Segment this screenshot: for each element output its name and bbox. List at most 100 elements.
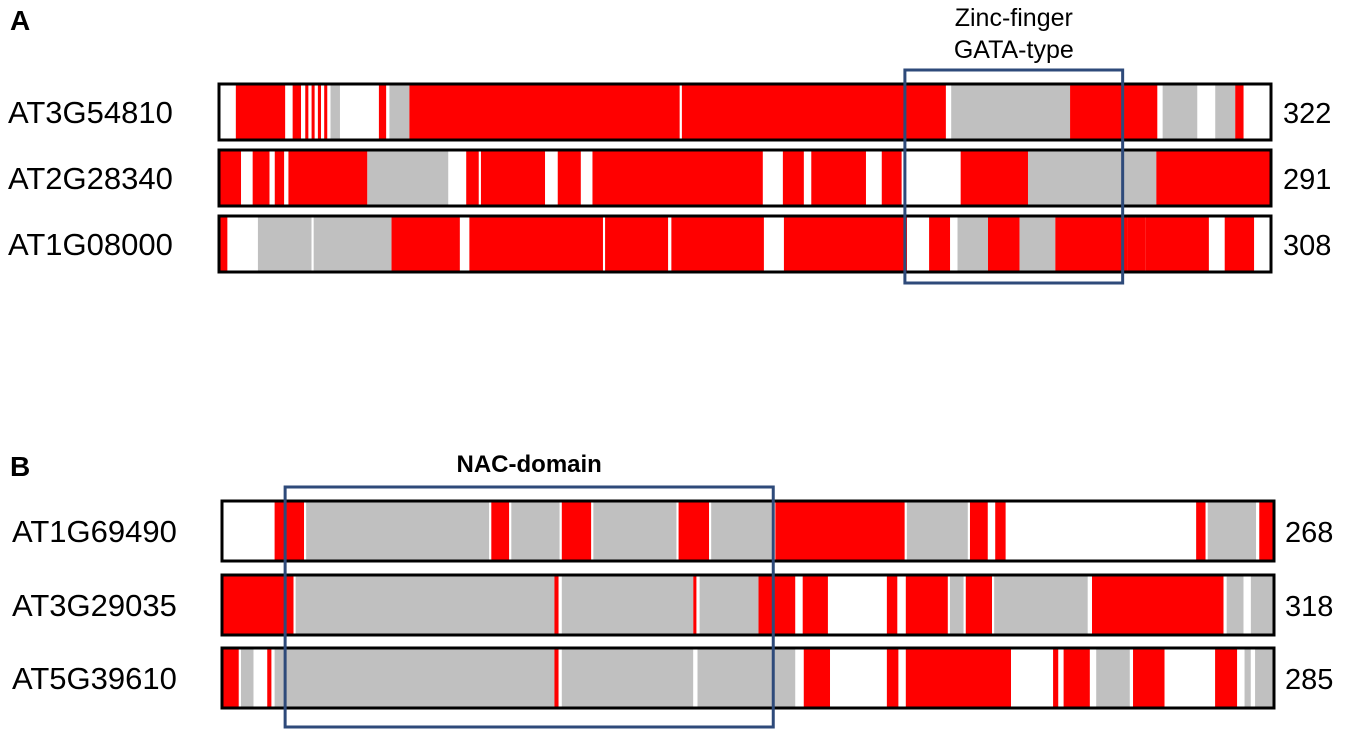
gap-segment [795, 648, 804, 708]
gap-segment [803, 150, 812, 206]
conserved-segment [957, 216, 989, 272]
variable-segment [554, 648, 559, 708]
conserved-segment [1019, 216, 1056, 272]
variable-segment [235, 84, 286, 140]
variable-segment [605, 216, 669, 272]
gap-segment [1164, 648, 1216, 708]
variable-segment [1156, 150, 1271, 206]
variable-segment [960, 150, 1028, 206]
gap-segment [1157, 84, 1163, 140]
gap-segment [1254, 216, 1271, 272]
conserved-segment [1226, 575, 1244, 635]
variable-segment [554, 575, 559, 635]
protein-bar-outline [217, 148, 1273, 208]
gap-segment [293, 575, 296, 635]
variable-segment [1196, 501, 1206, 561]
gap-segment [696, 575, 700, 635]
gap-segment [865, 150, 882, 206]
protein-length-label: 318 [1285, 591, 1333, 623]
gap-segment [709, 501, 712, 561]
protein-length-label: 308 [1283, 230, 1331, 262]
gap-segment [448, 150, 467, 206]
gap-segment [1011, 648, 1054, 708]
gap-segment [963, 575, 966, 635]
gap-segment [967, 501, 970, 561]
variable-segment [409, 84, 680, 140]
variable-segment [1070, 84, 1158, 140]
gap-segment [314, 84, 318, 140]
variable-segment [775, 501, 905, 561]
variable-segment [1235, 84, 1244, 140]
gap-segment [1243, 84, 1271, 140]
variable-segment [561, 501, 592, 561]
gap-segment [386, 84, 390, 140]
conserved-segment [1027, 150, 1157, 206]
variable-segment [480, 150, 546, 206]
panel-letter: B [10, 451, 30, 482]
gene-id-label: AT3G29035 [12, 588, 177, 623]
variable-segment [693, 575, 697, 635]
conserved-segment [367, 150, 449, 206]
gap-segment [762, 150, 783, 206]
gap-segment [897, 575, 906, 635]
gap-segment [558, 648, 562, 708]
variable-segment [557, 150, 581, 206]
variable-segment [274, 501, 305, 561]
gap-segment [304, 501, 307, 561]
gap-segment [1208, 216, 1225, 272]
conserved-segment [994, 575, 1088, 635]
gap-segment [1089, 648, 1097, 708]
conserved-segment [699, 575, 759, 635]
gap-segment [545, 150, 558, 206]
gap-segment [676, 501, 679, 561]
gap-segment [693, 648, 698, 708]
gap-segment [271, 648, 275, 708]
variable-segment [1133, 648, 1165, 708]
variable-segment [466, 150, 479, 206]
variable-segment [782, 150, 804, 206]
gap-segment [795, 575, 803, 635]
gap-segment [558, 575, 562, 635]
gap-segment [1250, 648, 1256, 708]
gap-segment [1237, 648, 1245, 708]
gap-segment [992, 575, 995, 635]
gap-segment [459, 216, 470, 272]
variable-segment [802, 575, 828, 635]
variable-segment [1224, 216, 1255, 272]
alignment-row: AT3G29035 318 [12, 573, 1333, 637]
variable-segment [783, 216, 907, 272]
conserved-segment [1244, 648, 1251, 708]
gene-id-label: AT2G28340 [8, 161, 173, 196]
variable-segment [811, 150, 866, 206]
conserved-segment [1096, 648, 1130, 708]
protein-length-label: 291 [1283, 164, 1331, 196]
conserved-segment [389, 84, 410, 140]
gap-segment [668, 216, 672, 272]
gap-segment [602, 216, 606, 272]
variable-segment [758, 575, 796, 635]
conserved-segment [1162, 84, 1198, 140]
variable-segment [886, 648, 899, 708]
conserved-segment [951, 84, 1071, 140]
gap-segment [311, 216, 314, 272]
gap-segment [339, 84, 379, 140]
gap-segment [509, 501, 512, 561]
conserved-segment [949, 575, 964, 635]
variable-segment [317, 84, 322, 140]
variable-segment [305, 84, 309, 140]
gap-segment [327, 84, 331, 140]
gap-segment [1129, 648, 1134, 708]
variable-segment [905, 575, 948, 635]
gap-segment [241, 150, 253, 206]
domain-label: GATA-type [954, 36, 1074, 64]
variable-segment [288, 150, 368, 206]
variable-segment [905, 648, 1011, 708]
gap-segment [227, 216, 258, 272]
variable-segment [219, 150, 242, 206]
